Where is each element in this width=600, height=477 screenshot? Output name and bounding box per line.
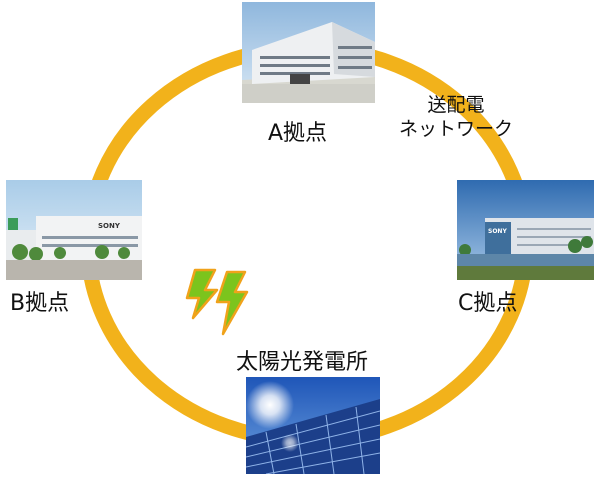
site-c-label: C拠点 <box>458 291 518 316</box>
solar-plant-label: 太陽光発電所 <box>236 350 369 375</box>
solar-plant-photo <box>246 377 380 474</box>
lightning-icon <box>185 268 249 336</box>
site-c-photo: SONY <box>457 180 594 280</box>
network-label: 送配電 ネットワーク <box>399 94 513 142</box>
site-b-label: B拠点 <box>10 291 70 316</box>
site-a-photo <box>242 2 375 103</box>
site-a-label: A拠点 <box>268 121 328 146</box>
building-sign-c: SONY <box>488 228 507 235</box>
site-b-photo: SONY <box>6 180 142 280</box>
building-sign: SONY <box>98 222 121 230</box>
network-label-line1: 送配電 <box>427 94 485 116</box>
network-label-line2: ネットワーク <box>399 117 514 140</box>
